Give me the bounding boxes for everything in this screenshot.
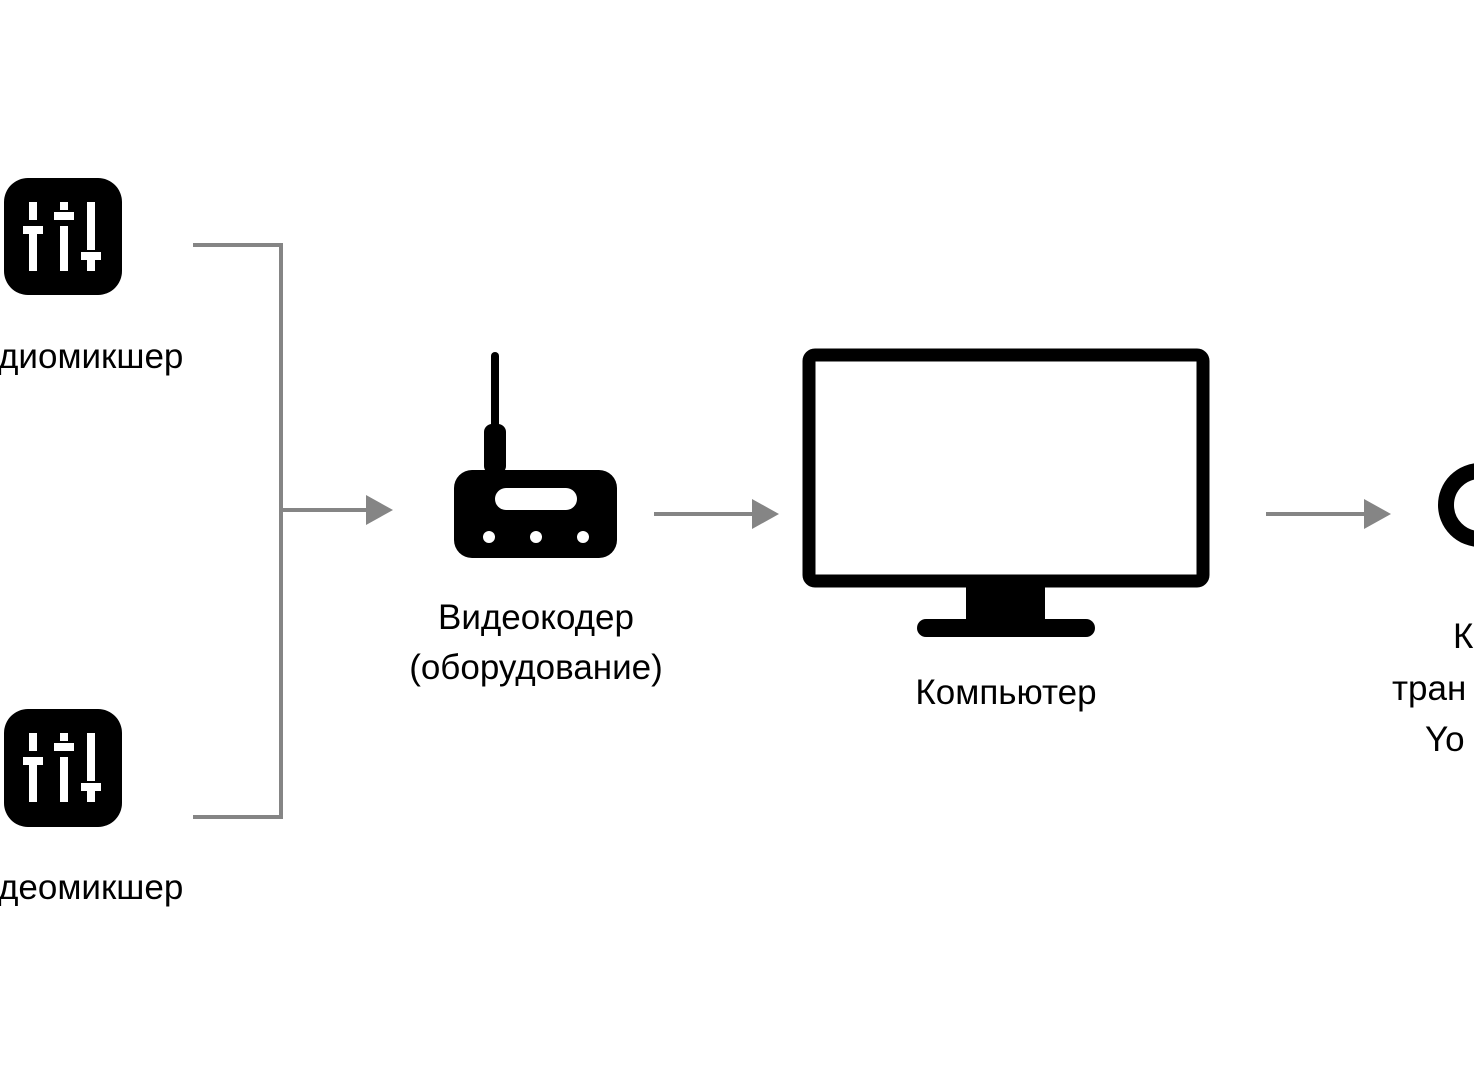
destination-label-line1: К (1453, 617, 1474, 656)
computer-label: Компьютер (915, 673, 1097, 712)
hardware-encoder-icon (454, 352, 617, 558)
mixer-sliders-icon (4, 178, 122, 295)
monitor-icon (802, 348, 1210, 637)
mixer-sliders-icon (4, 709, 122, 827)
encoder-label-line2: (оборудование) (409, 648, 663, 687)
audio-mixer-label: диомикшер (0, 337, 184, 376)
merge-connector (193, 243, 368, 819)
encoder-label-line1: Видеокодер (437, 598, 634, 637)
destination-label-line3: Yo (1425, 720, 1465, 759)
ring-icon (1438, 463, 1474, 547)
arrow-head (1364, 499, 1391, 529)
arrow-head (366, 495, 393, 525)
arrow-head (752, 499, 779, 529)
destination-label-line2: тран (1392, 669, 1467, 708)
video-mixer-label: деомикшер (0, 868, 184, 907)
